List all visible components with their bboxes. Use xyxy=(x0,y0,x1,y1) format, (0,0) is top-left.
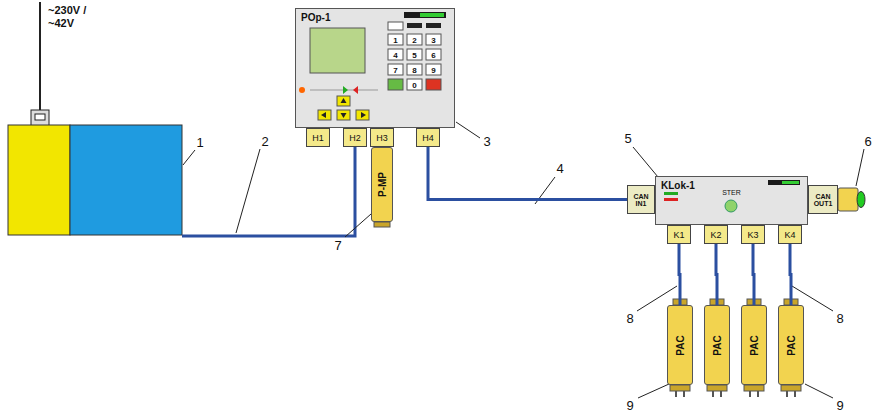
socket-name: CAN IN1 xyxy=(631,193,651,207)
socket-name: H3 xyxy=(376,133,388,143)
unit-name: POp-1 xyxy=(301,12,449,23)
power-supply xyxy=(8,125,70,235)
led-strip xyxy=(768,180,800,185)
key xyxy=(407,23,422,28)
socket-name: K3 xyxy=(747,230,758,240)
key-legend: 0 xyxy=(412,80,416,89)
module-name: PAC xyxy=(712,335,723,355)
led-strip xyxy=(420,13,444,17)
socket-name: CAN OUT1 xyxy=(813,193,833,207)
enter-key xyxy=(388,79,403,90)
module-name: PAC xyxy=(786,335,797,355)
arrow-symbols xyxy=(321,98,366,118)
key-legend: 6 xyxy=(431,50,435,59)
module-plug xyxy=(374,222,390,227)
connector-socket: H4 xyxy=(416,128,440,147)
key-legend: 2 xyxy=(412,35,416,44)
callout-number: 4 xyxy=(556,161,563,176)
display xyxy=(310,28,365,73)
plug-module: P-MP xyxy=(371,147,393,222)
plug xyxy=(31,110,49,126)
plug-module: PAC xyxy=(667,305,693,385)
power-supply xyxy=(70,125,182,235)
button xyxy=(725,200,737,212)
socket-name: K4 xyxy=(784,230,795,240)
pac-pins xyxy=(676,391,795,397)
connector-socket: K3 xyxy=(741,225,765,244)
key-legend: 5 xyxy=(412,50,416,59)
plug-module: PAC xyxy=(704,305,730,385)
led-strip xyxy=(782,181,799,184)
terminator xyxy=(838,188,858,211)
can-socket: CAN IN1 xyxy=(627,185,655,214)
callout-number: 8 xyxy=(626,311,633,326)
connector-socket: H3 xyxy=(370,128,394,147)
button-label: STER xyxy=(661,189,802,197)
key-legend: 8 xyxy=(412,65,416,74)
connector-socket: K2 xyxy=(704,225,728,244)
controller-unit: KLok-1STER xyxy=(655,176,808,225)
arrow-keys xyxy=(318,96,369,120)
key xyxy=(426,23,441,28)
led xyxy=(664,198,678,201)
socket-name: H2 xyxy=(349,133,361,143)
callout-number: 5 xyxy=(624,131,631,146)
cable xyxy=(790,244,791,305)
key-legend: 7 xyxy=(393,65,397,74)
key-legend: 1 xyxy=(393,35,397,44)
module-name: PAC xyxy=(749,335,760,355)
connector-socket: K1 xyxy=(667,225,691,244)
callout-number: 6 xyxy=(864,134,871,149)
module-name: PAC xyxy=(675,335,686,355)
supply-voltage: ~230V / ~42V xyxy=(48,4,94,30)
indicator xyxy=(353,86,358,94)
callout-number: 9 xyxy=(836,398,843,413)
cable xyxy=(753,244,754,305)
connector-socket: H1 xyxy=(306,128,330,147)
callout-number: 8 xyxy=(836,311,843,326)
callout-number: 7 xyxy=(334,238,341,253)
cable xyxy=(182,147,355,236)
callout-number: 1 xyxy=(196,135,203,150)
callout-number: 9 xyxy=(626,398,633,413)
socket-name: H1 xyxy=(312,133,324,143)
cable xyxy=(428,147,627,200)
key xyxy=(388,22,403,30)
klok-body xyxy=(655,176,808,225)
controller-body xyxy=(295,8,455,128)
connector-socket: K4 xyxy=(778,225,802,244)
stop-key xyxy=(426,79,441,90)
led xyxy=(664,192,678,195)
leader-lines xyxy=(183,122,864,398)
terminator-cap xyxy=(857,192,865,208)
socket-name: K2 xyxy=(710,230,721,240)
callout-number: 2 xyxy=(261,134,268,149)
keypad xyxy=(388,34,441,90)
cable xyxy=(716,244,717,305)
callout-number: 3 xyxy=(483,134,490,149)
key-legend: 4 xyxy=(393,50,397,59)
led xyxy=(299,87,305,93)
plug-module: PAC xyxy=(778,305,804,385)
controller-unit: POp-1 xyxy=(295,8,455,128)
module-name: P-MP xyxy=(377,172,388,197)
plug-module: PAC xyxy=(741,305,767,385)
led-strip xyxy=(404,12,446,18)
key-legend: 3 xyxy=(431,35,435,44)
can-socket: CAN OUT1 xyxy=(808,185,838,214)
key-legend: 9 xyxy=(431,65,435,74)
cable xyxy=(679,244,680,305)
mains-cable xyxy=(39,2,41,112)
plug xyxy=(35,114,45,120)
indicator xyxy=(343,86,348,94)
socket-name: K1 xyxy=(673,230,684,240)
socket-name: H4 xyxy=(422,133,434,143)
connector-socket: H2 xyxy=(343,128,367,147)
